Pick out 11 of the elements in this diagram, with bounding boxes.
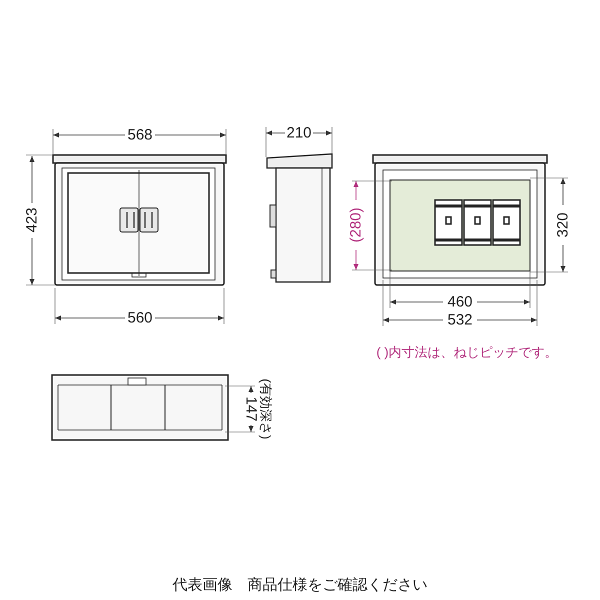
footer-text: 代表画像 商品仕様をご確認ください (172, 578, 428, 592)
dimension-value: 568 (126, 128, 154, 142)
dimension-value: 532 (446, 312, 474, 328)
dimension-value: 320 (556, 211, 570, 239)
dimension-value: 460 (446, 294, 474, 310)
dimension-value: 147 (244, 395, 258, 423)
dimension-value: (280) (348, 206, 364, 244)
dimension-value: 423 (24, 206, 40, 234)
dimension-value: 210 (285, 126, 313, 140)
dimension-note: (有効深さ) (260, 378, 272, 440)
dimension-value: 560 (126, 310, 154, 326)
